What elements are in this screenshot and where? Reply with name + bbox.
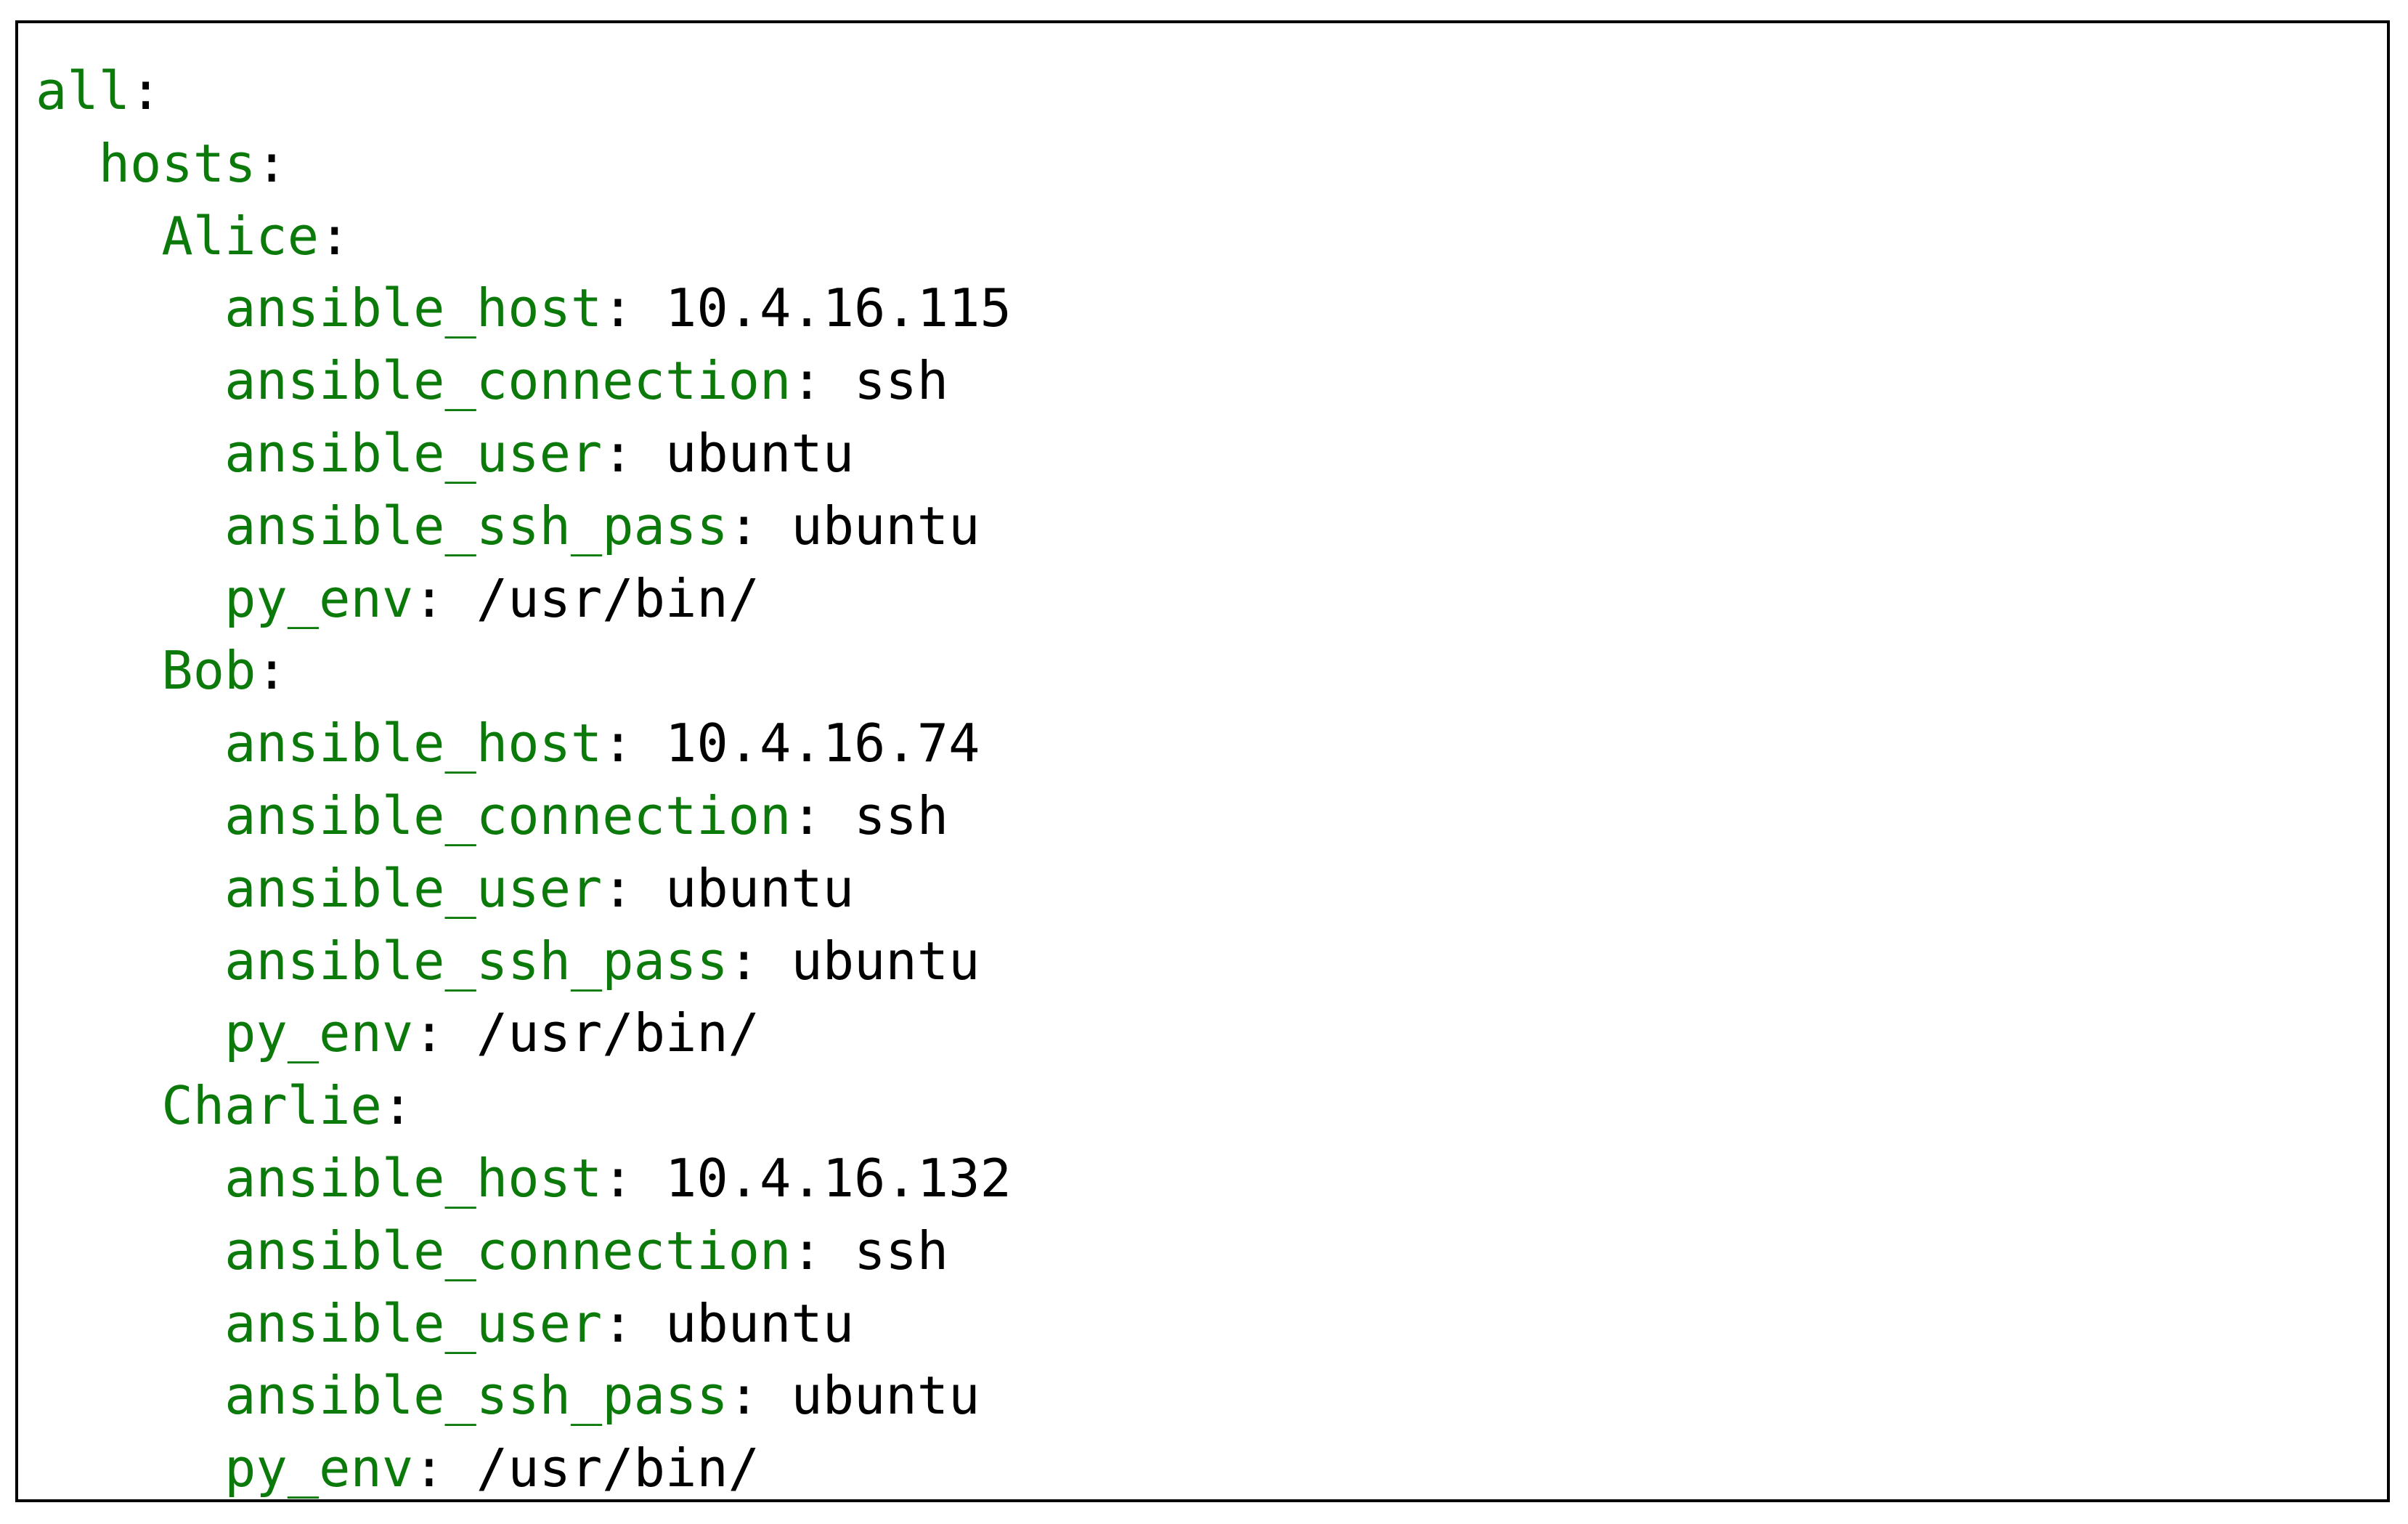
- yaml-value: 10.4.16.115: [633, 277, 1012, 339]
- code-line: ansible_user: ubuntu: [224, 422, 855, 484]
- yaml-value: ubuntu: [633, 857, 855, 919]
- yaml-key: py_env: [224, 1438, 414, 1499]
- code-line: Bob:: [161, 640, 288, 702]
- yaml-key: ansible_host: [224, 713, 603, 774]
- code-line: Charlie:: [161, 1075, 414, 1137]
- yaml-key: py_env: [224, 1002, 414, 1064]
- yaml-key: ansible_ssh_pass: [224, 1365, 728, 1427]
- code-line: hosts:: [98, 132, 288, 194]
- yaml-key: ansible_host: [224, 1147, 603, 1209]
- yaml-key: ansible_connection: [224, 350, 792, 412]
- code-line: ansible_connection: ssh: [224, 1220, 949, 1281]
- yaml-key: all: [36, 60, 131, 121]
- code-line: py_env: /usr/bin/: [224, 1002, 760, 1064]
- yaml-value: 10.4.16.74: [633, 713, 980, 774]
- code-line: ansible_host: 10.4.16.132: [224, 1147, 1012, 1209]
- code-frame: all: hosts: Alice: ansible_host: 10.4.16…: [15, 20, 2390, 1502]
- code-line: py_env: /usr/bin/: [224, 567, 760, 629]
- yaml-value: ssh: [822, 350, 949, 412]
- code-line: ansible_user: ubuntu: [224, 1292, 855, 1354]
- yaml-key: ansible_ssh_pass: [224, 495, 728, 556]
- code-line: ansible_ssh_pass: ubuntu: [224, 495, 980, 556]
- yaml-value: ssh: [822, 785, 949, 846]
- code-line: ansible_host: 10.4.16.115: [224, 277, 1012, 339]
- yaml-value: ubuntu: [633, 1292, 855, 1354]
- yaml-key: ansible_connection: [224, 785, 792, 846]
- yaml-value: ubuntu: [760, 930, 980, 992]
- yaml-value: 10.4.16.132: [633, 1147, 1012, 1209]
- yaml-key: ansible_ssh_pass: [224, 930, 728, 992]
- code-line: ansible_user: ubuntu: [224, 857, 855, 919]
- code-line: Alice:: [161, 205, 351, 267]
- code-line: py_env: /usr/bin/: [224, 1438, 760, 1499]
- yaml-key: ansible_host: [224, 277, 603, 339]
- code-line: ansible_connection: ssh: [224, 350, 949, 412]
- code-line: ansible_ssh_pass: ubuntu: [224, 930, 980, 992]
- yaml-value: ubuntu: [633, 422, 855, 484]
- code-line: ansible_connection: ssh: [224, 785, 949, 846]
- yaml-key: ansible_user: [224, 1292, 603, 1354]
- yaml-key: ansible_user: [224, 422, 603, 484]
- code-line: ansible_host: 10.4.16.74: [224, 713, 980, 774]
- yaml-value: /usr/bin/: [444, 1438, 760, 1499]
- yaml-code-block: all: hosts: Alice: ansible_host: 10.4.16…: [36, 55, 1012, 1505]
- yaml-value: ssh: [822, 1220, 949, 1281]
- yaml-key: Alice: [161, 205, 320, 267]
- yaml-key: Charlie: [161, 1075, 382, 1137]
- yaml-value: ubuntu: [760, 495, 980, 556]
- yaml-key: py_env: [224, 567, 414, 629]
- yaml-key: ansible_connection: [224, 1220, 792, 1281]
- code-line: all:: [36, 60, 162, 121]
- yaml-value: /usr/bin/: [444, 1002, 760, 1064]
- yaml-value: ubuntu: [760, 1365, 980, 1427]
- yaml-value: /usr/bin/: [444, 567, 760, 629]
- yaml-key: ansible_user: [224, 857, 603, 919]
- yaml-key: hosts: [98, 132, 256, 194]
- code-line: ansible_ssh_pass: ubuntu: [224, 1365, 980, 1427]
- yaml-key: Bob: [161, 640, 256, 702]
